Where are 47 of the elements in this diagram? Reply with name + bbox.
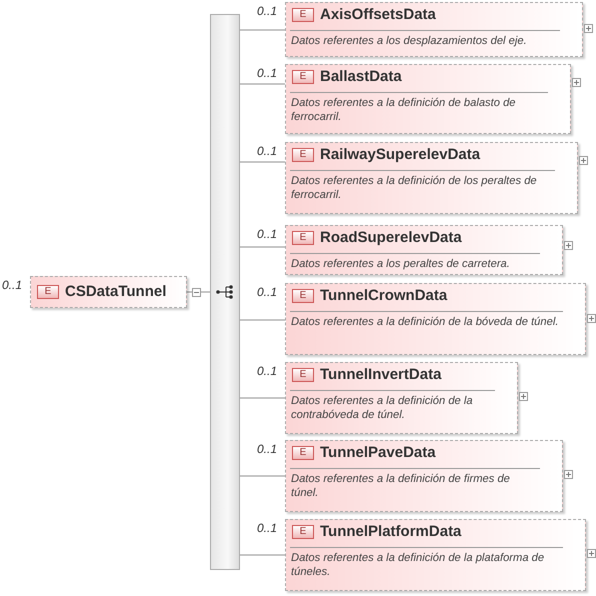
element-name: TunnelPlatformData: [320, 523, 462, 540]
element-name: CSDataTunnel: [65, 283, 166, 300]
element-type-icon: E: [292, 288, 314, 302]
element-type-icon: E: [292, 8, 314, 22]
connector-line: [240, 554, 286, 556]
cardinality-label: 0..1: [257, 442, 278, 456]
element-box: [285, 225, 563, 275]
cardinality-label: 0..1: [257, 521, 278, 535]
element-name: RailwaySuperelevData: [320, 146, 480, 163]
element-type-icon: E: [292, 70, 314, 84]
cardinality-label: 0..1: [257, 4, 278, 18]
element-box: [285, 283, 586, 355]
element-box: [285, 2, 583, 57]
cardinality-label: 0..1: [257, 227, 278, 241]
element-box: [30, 276, 187, 308]
element-box: [285, 440, 563, 512]
element-name: TunnelInvertData: [320, 366, 442, 383]
cardinality-label: 0..1: [257, 66, 278, 80]
element-name: RoadSuperelevData: [320, 229, 462, 246]
element-name: TunnelPaveData: [320, 444, 436, 461]
connector-line: [240, 246, 286, 248]
element-box: [285, 64, 571, 134]
element-description: Datos referentes a la definición de la plataforma de túneles.: [291, 551, 546, 579]
element-name: AxisOffsetsData: [320, 6, 436, 23]
element-description: Datos referentes a los peraltes de carretera.: [291, 257, 511, 271]
element-type-icon: E: [292, 148, 314, 162]
element-name: TunnelCrownData: [320, 287, 448, 304]
cardinality-label: 0..1: [2, 278, 22, 292]
element-type-icon: E: [292, 230, 314, 244]
cardinality-label: 0..1: [257, 364, 278, 378]
sequence-bar: [210, 14, 240, 570]
element-name: BallastData: [320, 68, 402, 85]
element-box: [285, 519, 586, 591]
element-type-icon: E: [292, 524, 314, 538]
element-box: [285, 362, 518, 434]
element-description: Datos referentes a la definición de la bóveda de túnel.: [291, 315, 560, 329]
element-type-icon: E: [37, 284, 59, 298]
element-box: [285, 142, 578, 214]
element-description: Datos referentes a la definición de la contrabóveda de túnel.: [291, 394, 474, 422]
cardinality-label: 0..1: [257, 285, 278, 299]
element-description: Datos referentes a la definición de balasto de ferrocarril.: [291, 96, 517, 124]
cardinality-label: 0..1: [257, 144, 278, 158]
element-type-icon: E: [292, 368, 314, 382]
element-description: Datos referentes a la definición de los peraltes de ferrocarril.: [291, 174, 538, 202]
element-description: Datos referentes a la definición de firmes de túnel.: [291, 472, 511, 500]
element-type-icon: E: [292, 446, 314, 460]
element-description: Datos referentes a los desplazamientos del eje.: [291, 34, 528, 48]
